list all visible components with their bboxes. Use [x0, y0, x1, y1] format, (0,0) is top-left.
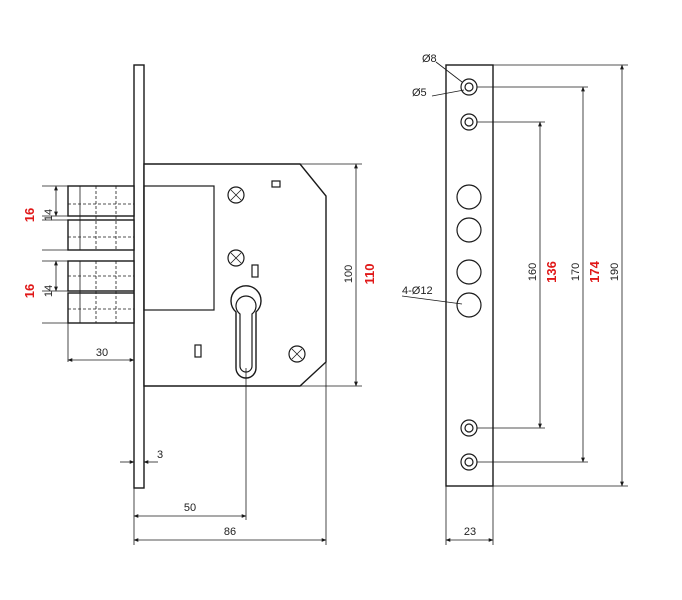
bolt-1	[67, 185, 135, 217]
bolt-mechanism-cover	[143, 185, 215, 311]
bolt-hole	[456, 292, 482, 318]
dim-screw-hole-dia: Ø5	[412, 87, 427, 99]
case-screw	[227, 249, 245, 267]
dim-bolt-16-upper: 16	[22, 208, 37, 222]
dim-160: 160	[527, 263, 539, 281]
bolt-hole	[456, 217, 482, 243]
cylinder-keyhole-inner	[235, 295, 257, 373]
screw-hole-3	[460, 419, 478, 437]
dim-bolt-throw: 30	[96, 347, 108, 359]
slot	[271, 180, 281, 188]
leader-line	[431, 89, 465, 97]
dim-bolt-16-lower: 16	[22, 284, 37, 298]
leader-line	[401, 295, 463, 305]
case-screw	[227, 186, 245, 204]
dim-bolt-14-upper: 14	[43, 209, 55, 221]
case-screw	[288, 345, 306, 363]
screw-hole-2	[460, 113, 478, 131]
dim-case-depth: 86	[224, 526, 236, 538]
dim-170: 170	[570, 263, 582, 281]
dim-case-110: 110	[362, 264, 377, 285]
bolts	[67, 185, 135, 324]
dim-174: 174	[587, 260, 602, 282]
dim-faceplate-thickness: 3	[157, 449, 163, 461]
bolt-4	[67, 292, 135, 324]
dim-bolt-14-lower: 14	[43, 285, 55, 297]
dim-136: 136	[544, 261, 559, 283]
dim-case-100: 100	[343, 265, 355, 283]
cylinder-keyhole	[230, 285, 262, 379]
bolt-hole	[456, 184, 482, 210]
leader-line	[435, 61, 463, 83]
bolt-hole	[456, 259, 482, 285]
slot	[251, 264, 259, 278]
screw-hole-bottom	[460, 453, 478, 471]
dim-190: 190	[609, 263, 621, 281]
dim-bolt-holes: 4-Ø12	[402, 285, 433, 297]
side-view: Ø8 Ø5 4-Ø12 160 136 170 174 190 23	[401, 53, 628, 545]
front-view: 16 14 16 14 30 100 110 3 50 86	[22, 64, 377, 545]
faceplate	[133, 64, 145, 489]
dim-backset: 50	[184, 502, 196, 514]
slot	[194, 344, 202, 358]
dim-width: 23	[464, 526, 476, 538]
screw-hole-top	[460, 78, 478, 96]
bolt-2	[67, 219, 135, 251]
dim-screw-head-dia: Ø8	[422, 53, 437, 65]
